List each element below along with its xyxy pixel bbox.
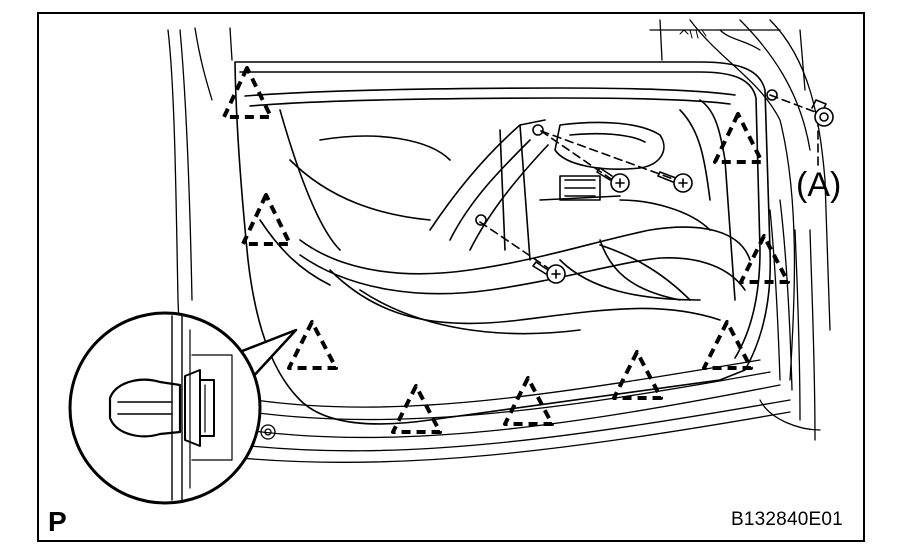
clip-left-lower — [287, 320, 338, 370]
screw-1 — [596, 167, 630, 193]
clip-right-lower — [739, 234, 790, 284]
view-code: P — [48, 506, 67, 537]
clip-bottom-2 — [503, 376, 554, 426]
clip-detail-callout — [68, 311, 298, 505]
screw-2 — [657, 171, 693, 193]
clip-bottom-3 — [612, 350, 663, 400]
clip-left-upper — [241, 193, 292, 246]
screw-leader-lines — [479, 94, 819, 269]
top-fragment-mark — [679, 29, 707, 39]
screws — [475, 89, 834, 284]
figure-id: B132840E01 — [731, 509, 843, 530]
clip-markers — [222, 66, 790, 434]
hinge-pillar-lines — [759, 199, 821, 441]
clip-top-left — [222, 66, 273, 119]
clip-bottom-right — [702, 320, 753, 370]
rocker-sill-lines — [239, 359, 791, 464]
screw-3 — [532, 261, 566, 284]
door-trim-panel — [234, 61, 772, 425]
callout-label-a: (A) — [796, 166, 842, 204]
clip-a-part — [766, 89, 834, 127]
clip-bottom-1 — [391, 384, 442, 434]
clip-top-right — [713, 112, 764, 164]
